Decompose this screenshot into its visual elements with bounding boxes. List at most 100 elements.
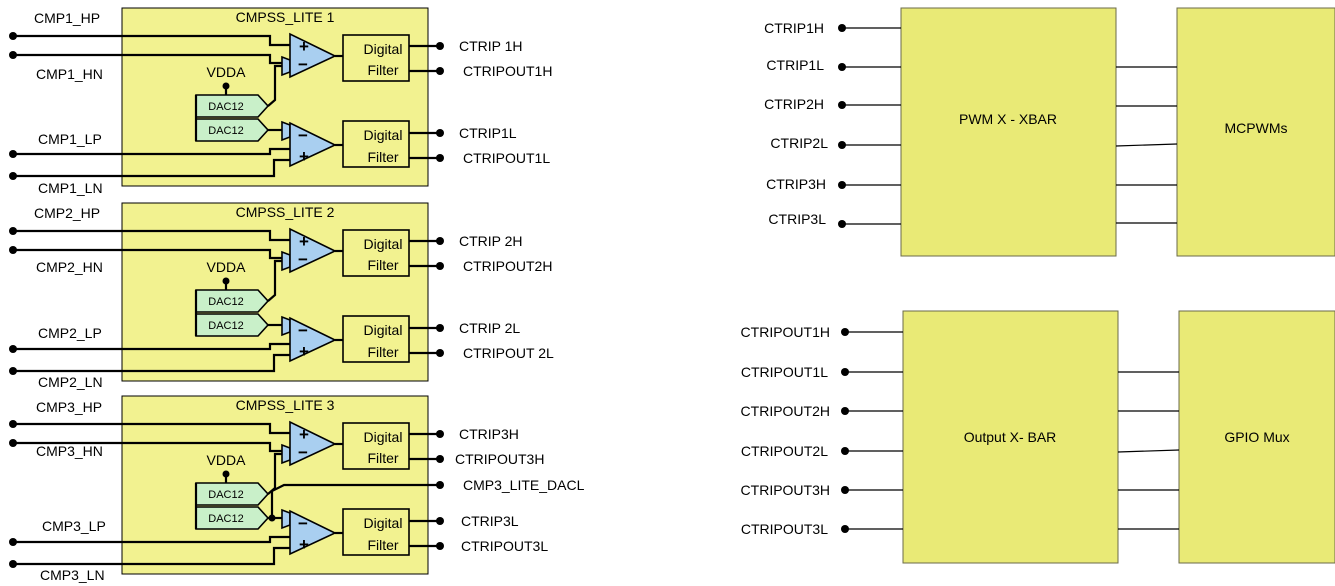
digital-filter-1-low — [342, 120, 410, 168]
digital-filter-2-high — [342, 229, 410, 277]
dac12-2-low-label: DAC12 — [208, 320, 243, 332]
ctrip1h-pin[interactable] — [436, 42, 444, 50]
cmp3-hp-wire — [13, 422, 290, 435]
cmp1-hp-wire — [13, 34, 290, 47]
ctripout2l-label: CTRIPOUT 2L — [463, 345, 554, 361]
digital-filter-3-low — [342, 508, 410, 556]
ctrip3l-label: CTRIP3L — [461, 513, 519, 529]
mux-2-low — [281, 315, 291, 337]
mux-3-low — [281, 508, 291, 530]
filter-1-high-line2: Filter — [367, 62, 398, 78]
filter-1-high-line1: Digital — [364, 41, 403, 57]
comparator-2-low-plus: + — [299, 342, 309, 361]
cmp3-hn-wire — [13, 441, 282, 453]
ctripout1l-label: CTRIPOUT1L — [463, 150, 550, 166]
cmp1-lp-label: CMP1_LP — [38, 131, 102, 147]
ctripout2l-pin[interactable] — [436, 349, 444, 357]
ctripout1h-pin[interactable] — [436, 67, 444, 75]
comparator-3-low-minus: − — [298, 514, 308, 533]
cmpss-lite-2-block: CMPSS_LITE 2 CMP2_HP CMP2_HN CMP2_LP CMP… — [9, 202, 554, 390]
mux-3-high — [281, 443, 291, 465]
filter-1-low-line2: Filter — [367, 149, 398, 165]
comparator-1-low — [289, 121, 337, 168]
comparator-3-high — [289, 420, 337, 467]
cmp2-ln-wire — [13, 353, 290, 373]
cmpss-lite-3-block: CMPSS_LITE 3 CMP3_HP CMP3_HN CMP3_LP CMP… — [9, 395, 585, 583]
cmp3-lite-dacl-pin[interactable] — [436, 481, 444, 489]
filter-2-low-line2: Filter — [367, 344, 398, 360]
ctrip3h-label: CTRIP3H — [459, 426, 519, 442]
comparator-1-high — [289, 32, 337, 79]
ctrip3l-pin[interactable] — [436, 517, 444, 525]
mux-1-low — [281, 120, 291, 142]
ctrip2h-pin[interactable] — [436, 237, 444, 245]
comparator-1-low-minus: − — [298, 126, 308, 145]
cmp2-lp-wire — [13, 342, 290, 351]
cmp1-ln-label: CMP1_LN — [38, 180, 103, 196]
pwm-xbar-input-row: CTRIP2H — [764, 96, 901, 112]
cmp1-lp-wire — [13, 147, 290, 156]
cmp1-hp-label: CMP1_HP — [34, 10, 100, 26]
ctrip2l-label: CTRIP 2L — [459, 320, 520, 336]
dac12-2-high-label: DAC12 — [208, 296, 243, 308]
ctripout3l-pin[interactable] — [436, 542, 444, 550]
pwm-input-label: CTRIP1H — [764, 20, 824, 36]
cmp3-hn-label: CMP3_HN — [36, 443, 103, 459]
cmp3-lite-dacl-label: CMP3_LITE_DACL — [463, 477, 585, 493]
pwm-input-label: CTRIP1L — [766, 57, 824, 73]
pwm-input-label: CTRIP2L — [770, 135, 828, 151]
ctripout3l-label: CTRIPOUT3L — [461, 538, 548, 554]
pwm-xbar-label: PWM X - XBAR — [959, 111, 1057, 127]
comparator-2-high — [289, 227, 337, 274]
output-input-label: CTRIPOUT1H — [741, 324, 830, 340]
cmp2-hn-wire — [13, 248, 282, 260]
pwm-xbar-input-row: CTRIP3H — [766, 176, 901, 192]
ctripout1h-label: CTRIPOUT1H — [463, 63, 552, 79]
cmp3-hp-label: CMP3_HP — [36, 399, 102, 415]
cmp3-lp-wire — [13, 535, 290, 544]
ctripout2h-label: CTRIPOUT2H — [463, 258, 552, 274]
comparator-2-low-minus: − — [298, 321, 308, 340]
dac12-1-low-label: DAC12 — [208, 125, 243, 137]
digital-filter-1-high — [342, 34, 410, 82]
output-xbar-input-row: CTRIPOUT2H — [741, 403, 903, 419]
cmp1-hn-label: CMP1_HN — [36, 66, 103, 82]
cmp1-ln-wire — [13, 158, 290, 178]
vdda-2-label: VDDA — [207, 259, 247, 275]
mcpwms-box — [1176, 7, 1335, 257]
ctrip3h-pin[interactable] — [436, 430, 444, 438]
output-xbar-input-row: CTRIPOUT2L — [741, 443, 903, 459]
output-input-label: CTRIPOUT1L — [741, 364, 828, 380]
ctrip2l-pin[interactable] — [436, 324, 444, 332]
cmpss-lite-1-title: CMPSS_LITE 1 — [236, 9, 335, 25]
pwm-input-label: CTRIP3H — [766, 176, 826, 192]
output-xbar-input-row: CTRIPOUT3H — [741, 482, 903, 498]
output-xbar-input-row: CTRIPOUT1H — [741, 324, 903, 340]
comparator-3-high-minus: − — [298, 443, 308, 462]
ctripout3h-pin[interactable] — [436, 455, 444, 463]
cmp1-hn-wire — [13, 53, 282, 65]
pwm-xbar-box — [900, 7, 1117, 257]
pwm-xbar-input-row: CTRIP1L — [766, 57, 901, 73]
output-input-label: CTRIPOUT2H — [741, 403, 830, 419]
pwm-input-label: CTRIP3L — [768, 211, 826, 227]
output-input-label: CTRIPOUT3L — [741, 521, 828, 537]
ctripout1l-pin[interactable] — [436, 154, 444, 162]
output-xbar-box — [902, 310, 1119, 564]
filter-2-high-line2: Filter — [367, 257, 398, 273]
filter-3-low-line1: Digital — [364, 515, 403, 531]
digital-filter-3-high — [342, 422, 410, 470]
comparator-3-low — [289, 509, 337, 556]
dac12-3-high-label: DAC12 — [208, 489, 243, 501]
dac12-3-low-label: DAC12 — [208, 513, 243, 525]
ctrip1l-pin[interactable] — [436, 129, 444, 137]
filter-3-high-line2: Filter — [367, 450, 398, 466]
gpio-mux-label: GPIO Mux — [1224, 429, 1289, 445]
output-xbar-label: Output X- BAR — [964, 429, 1057, 445]
cmpss-lite-3-title: CMPSS_LITE 3 — [236, 397, 335, 413]
gpio-mux-box — [1178, 310, 1335, 564]
pwm-xbar-input-row: CTRIP3L — [768, 211, 901, 228]
vdda-1-label: VDDA — [207, 64, 247, 80]
mux-2-high — [281, 250, 291, 272]
ctripout2h-pin[interactable] — [436, 262, 444, 270]
